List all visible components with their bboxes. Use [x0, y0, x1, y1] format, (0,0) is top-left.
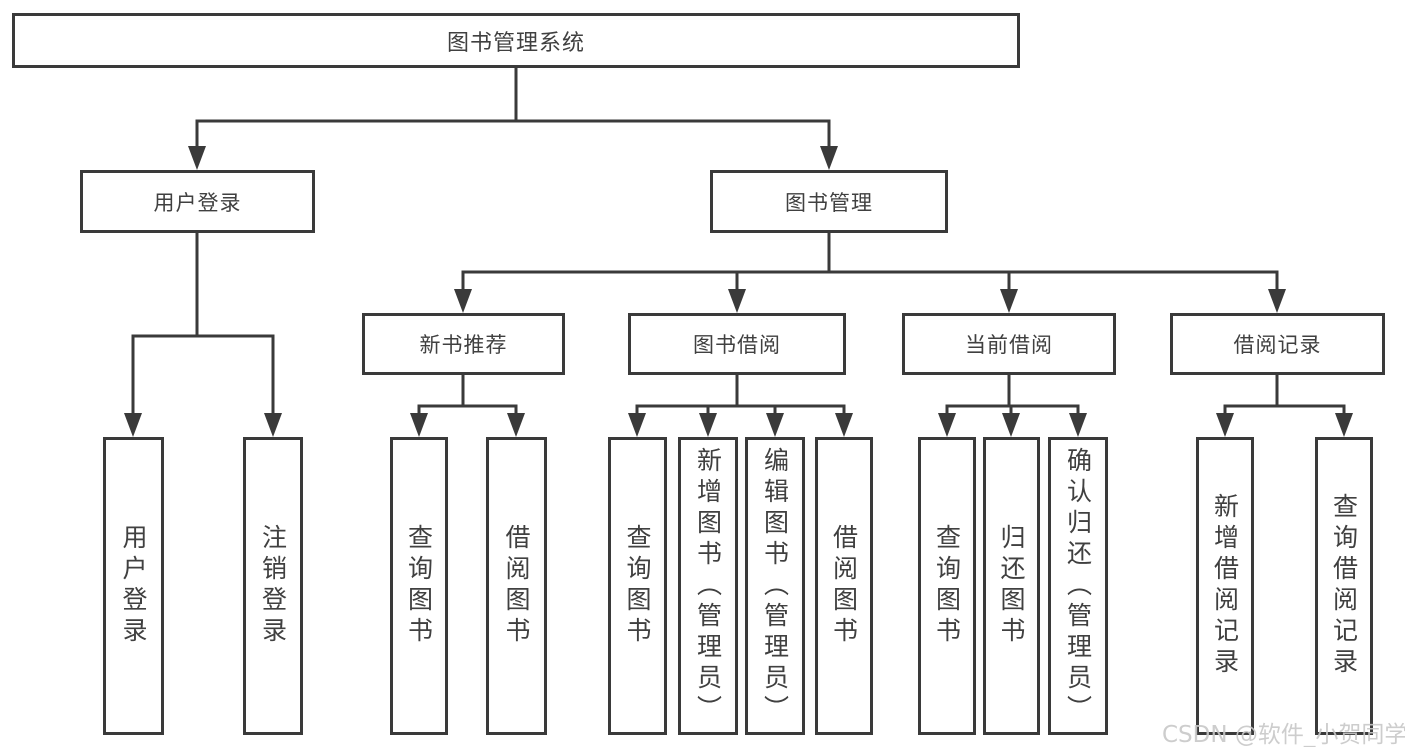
- node-leaf-return-book: 归还图书: [983, 437, 1040, 735]
- node-book-management: 图书管理: [710, 170, 948, 233]
- arrow-down-icon: [628, 413, 646, 437]
- node-leaf-add-book-admin-label: 新增图书（管理员）: [693, 446, 723, 726]
- node-leaf-query-borrow-record: 查询借阅记录: [1315, 437, 1373, 735]
- node-user-login-label: 用户登录: [153, 190, 242, 215]
- node-leaf-borrowing-borrow-book-label: 借阅图书: [829, 524, 859, 648]
- arrow-down-icon: [1069, 413, 1087, 437]
- node-new-book-recommend-label: 新书推荐: [419, 333, 508, 357]
- arrow-down-icon: [124, 413, 142, 437]
- node-book-management-label: 图书管理: [785, 190, 873, 215]
- node-leaf-recommend-query-book-label: 查询图书: [404, 524, 434, 648]
- node-leaf-borrowing-query-book-label: 查询图书: [623, 524, 652, 648]
- node-leaf-logout-label: 注销登录: [258, 524, 288, 648]
- arrow-down-icon: [1335, 413, 1353, 437]
- node-leaf-current-query-book: 查询图书: [918, 437, 976, 735]
- node-borrowing-records-label: 借阅记录: [1233, 333, 1322, 357]
- arrow-down-icon: [507, 413, 525, 437]
- arrow-down-icon: [938, 413, 956, 437]
- node-book-borrowing: 图书借阅: [628, 313, 846, 375]
- node-leaf-borrowing-query-book: 查询图书: [608, 437, 667, 735]
- node-borrowing-records: 借阅记录: [1170, 313, 1385, 375]
- node-leaf-recommend-borrow-book-label: 借阅图书: [502, 524, 531, 648]
- arrow-down-icon: [1000, 289, 1018, 313]
- node-user-login: 用户登录: [80, 170, 315, 233]
- arrow-down-icon: [835, 413, 853, 437]
- node-leaf-query-borrow-record-label: 查询借阅记录: [1329, 493, 1359, 679]
- arrow-down-icon: [820, 146, 838, 170]
- node-library-system: 图书管理系统: [12, 13, 1020, 68]
- csdn-watermark: CSDN @软件_小贺同学: [1162, 722, 1405, 747]
- node-leaf-edit-book-admin: 编辑图书（管理员）: [745, 437, 805, 735]
- arrow-down-icon: [264, 413, 282, 437]
- node-leaf-add-book-admin: 新增图书（管理员）: [678, 437, 738, 735]
- node-leaf-return-book-label: 归还图书: [997, 524, 1026, 648]
- node-leaf-borrowing-borrow-book: 借阅图书: [815, 437, 873, 735]
- node-new-book-recommend: 新书推荐: [362, 313, 565, 375]
- node-leaf-confirm-return-admin-label: 确认归还（管理员）: [1063, 446, 1093, 726]
- node-leaf-add-borrow-record-label: 新增借阅记录: [1210, 493, 1240, 679]
- node-leaf-add-borrow-record: 新增借阅记录: [1196, 437, 1254, 735]
- arrow-down-icon: [699, 413, 717, 437]
- node-leaf-user-login: 用户登录: [103, 437, 164, 735]
- arrow-down-icon: [188, 146, 206, 170]
- node-leaf-edit-book-admin-label: 编辑图书（管理员）: [760, 446, 790, 726]
- arrow-down-icon: [410, 413, 428, 437]
- arrow-down-icon: [454, 289, 472, 313]
- node-book-borrowing-label: 图书借阅: [693, 333, 781, 357]
- node-leaf-current-query-book-label: 查询图书: [932, 524, 962, 648]
- node-current-borrowing-label: 当前借阅: [965, 333, 1053, 357]
- node-leaf-confirm-return-admin: 确认归还（管理员）: [1048, 437, 1108, 735]
- node-leaf-logout: 注销登录: [243, 437, 303, 735]
- node-current-borrowing: 当前借阅: [902, 313, 1116, 375]
- node-leaf-recommend-query-book: 查询图书: [390, 437, 448, 735]
- node-leaf-recommend-borrow-book: 借阅图书: [486, 437, 547, 735]
- arrow-down-icon: [1216, 413, 1234, 437]
- node-library-system-label: 图书管理系统: [446, 30, 585, 56]
- arrow-down-icon: [728, 289, 746, 313]
- arrow-down-icon: [766, 413, 784, 437]
- node-leaf-user-login-label: 用户登录: [119, 524, 148, 648]
- arrow-down-icon: [1002, 413, 1020, 437]
- arrow-down-icon: [1268, 289, 1286, 313]
